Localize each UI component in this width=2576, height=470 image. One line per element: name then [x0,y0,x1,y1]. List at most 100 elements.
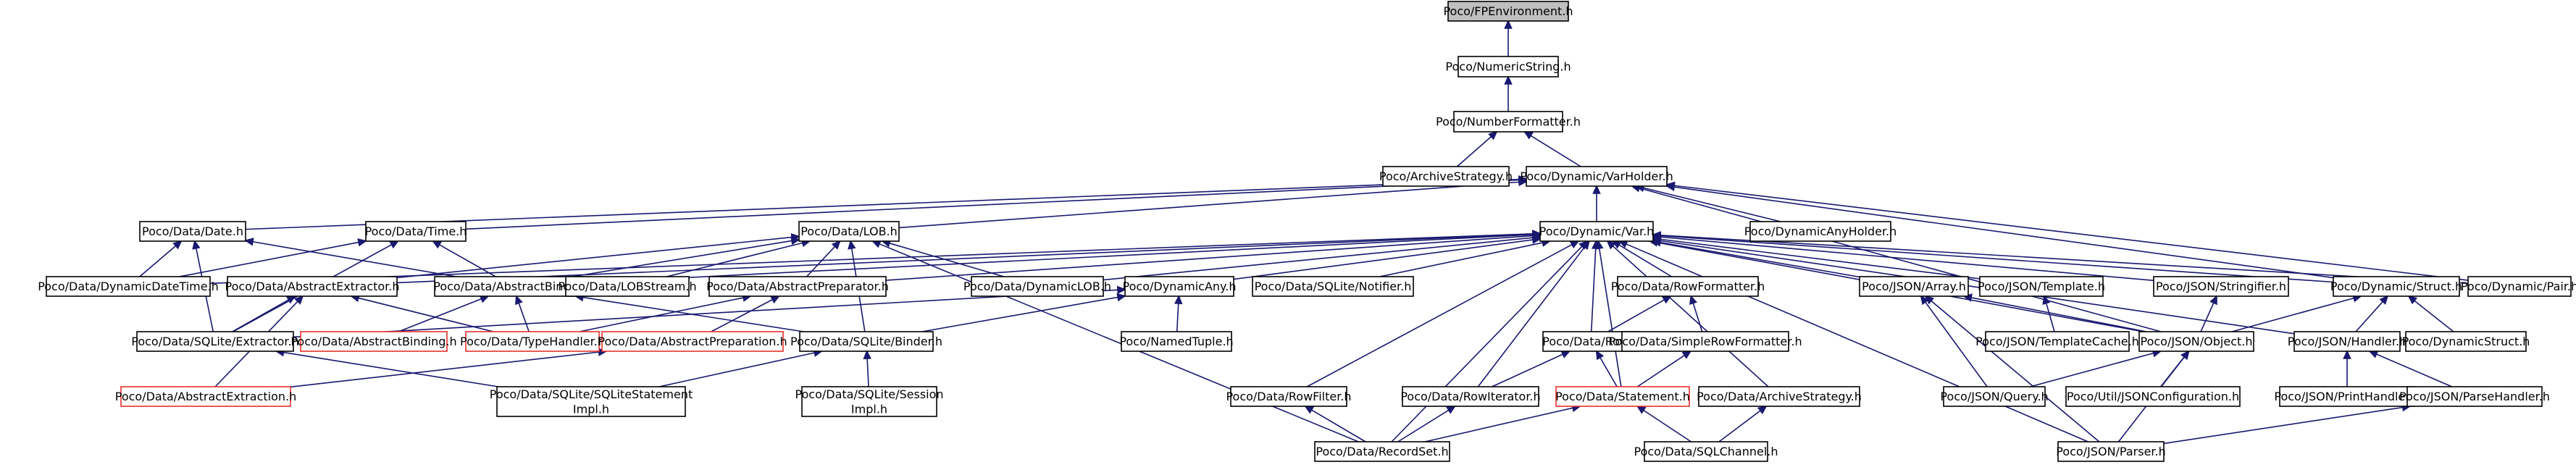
node-box[interactable] [120,386,291,407]
node-box[interactable] [1539,221,1654,242]
node-absprep[interactable]: Poco/Data/AbstractPreparator.h [706,276,889,297]
node-box[interactable] [1314,441,1450,462]
node-box[interactable] [971,276,1104,297]
node-typehandler[interactable]: Poco/Data/TypeHandler.h [460,331,605,352]
node-box[interactable] [798,221,900,242]
node-box[interactable] [1985,331,2130,352]
node-box[interactable] [2279,386,2415,407]
node-box[interactable] [1447,1,1569,22]
node-dynlob[interactable]: Poco/Data/DynamicLOB.h [963,276,1111,297]
node-lob[interactable]: Poco/Data/LOB.h [798,221,900,242]
node-dynpair[interactable]: Poco/Dynamic/Pair.h [2461,276,2576,297]
node-numfmt[interactable]: Poco/NumberFormatter.h [1436,111,1581,133]
node-time[interactable]: Poco/Data/Time.h [365,221,467,242]
node-box[interactable] [1617,276,1759,297]
node-box[interactable] [799,331,934,352]
node-jsonhandler[interactable]: Poco/JSON/Handler.h [2288,331,2406,352]
edge-arrowhead [1504,75,1513,85]
node-jsonquery[interactable]: Poco/JSON/Query.h [1940,386,2049,407]
node-box[interactable] [1859,276,1969,297]
node-box[interactable] [1453,111,1563,133]
node-box[interactable] [365,221,467,242]
node-recordset[interactable]: Poco/Data/RecordSet.h [1314,441,1450,462]
node-dynstructh[interactable]: Poco/DynamicStruct.h [2402,331,2530,352]
node-namedtuple[interactable]: Poco/NamedTuple.h [1119,331,1234,352]
node-box[interactable] [46,276,211,297]
node-box[interactable] [1121,331,1232,352]
node-box[interactable] [136,331,294,352]
node-box[interactable] [1402,386,1539,407]
node-box[interactable] [2467,276,2572,297]
node-box[interactable] [2293,331,2401,352]
node-var[interactable]: Poco/Dynamic/Var.h [1539,221,1655,242]
node-rowfmt[interactable]: Poco/Data/RowFormatter.h [1611,276,1765,297]
node-fpenv[interactable]: Poco/FPEnvironment.h [1443,1,1573,22]
node-jsonstringifier[interactable]: Poco/JSON/Stringifier.h [2153,276,2289,297]
edge-line [1660,234,2469,285]
node-dynany[interactable]: Poco/DynamicAny.h [1123,276,1237,297]
node-absbinding[interactable]: Poco/Data/AbstractBinding.h [290,331,457,352]
node-sqlchannel[interactable]: Poco/Data/SQLChannel.h [1634,441,1778,462]
node-sqlitebinder[interactable]: Poco/Data/SQLite/Binder.h [790,331,942,352]
node-dataarchstrat[interactable]: Poco/Data/ArchiveStrategy.h [1697,386,1862,407]
node-jsonarray[interactable]: Poco/JSON/Array.h [1859,276,1969,297]
node-lobstream[interactable]: Poco/Data/LOBStream.h [558,276,697,297]
node-box[interactable] [1526,166,1668,187]
node-box[interactable] [465,331,600,352]
node-box[interactable] [1979,276,2104,297]
node-varholder[interactable]: Poco/Dynamic/VarHolder.h [1520,166,1673,187]
node-box[interactable] [565,276,690,297]
node-box[interactable] [2057,441,2165,462]
node-parsehandler[interactable]: Poco/JSON/ParseHandler.h [2399,386,2550,407]
node-absextraction[interactable]: Poco/Data/AbstractExtraction.h [115,386,297,407]
node-box[interactable] [1230,386,1347,407]
node-rowiterator[interactable]: Poco/Data/RowIterator.h [1400,386,1541,407]
node-box[interactable] [300,331,448,352]
node-absextractor[interactable]: Poco/Data/AbstractExtractor.h [225,276,400,297]
node-jsonobject[interactable]: Poco/JSON/Object.h [2138,331,2254,352]
node-numstr[interactable]: Poco/NumericString.h [1445,56,1571,77]
node-box[interactable] [139,221,246,242]
node-box[interactable] [1749,221,1891,242]
node-box[interactable] [2333,276,2460,297]
node-box[interactable] [2405,331,2527,352]
node-box[interactable] [2153,276,2289,297]
node-box[interactable] [708,276,887,297]
node-box[interactable] [1943,386,2046,407]
node-printhandler[interactable]: Poco/JSON/PrintHandler.h [2274,386,2420,407]
node-box[interactable] [1382,166,1510,187]
node-box[interactable] [1698,386,1860,407]
node-box[interactable] [2138,331,2254,352]
node-box[interactable] [496,386,686,417]
node-box[interactable] [601,331,784,352]
node-archstrat[interactable]: Poco/ArchiveStrategy.h [1379,166,1513,187]
node-box[interactable] [801,386,937,417]
node-rowfilter[interactable]: Poco/Data/RowFilter.h [1226,386,1352,407]
node-box[interactable] [1252,276,1414,297]
node-statement[interactable]: Poco/Data/Statement.h [1555,386,1690,407]
edge-arrowhead [432,240,443,249]
edge-numfmt-to-numstr [1504,75,1513,112]
node-box[interactable] [1644,441,1768,462]
node-date[interactable]: Poco/Data/Date.h [139,221,246,242]
node-box[interactable] [2406,386,2543,407]
node-notifier[interactable]: Poco/Data/SQLite/Notifier.h [1252,276,1414,297]
node-dynanyholder[interactable]: Poco/DynamicAnyHolder.h [1744,221,1897,242]
node-box[interactable] [1621,331,1789,352]
node-box[interactable] [1458,56,1559,77]
node-jsonparser[interactable]: Poco/JSON/Parser.h [2056,441,2166,462]
node-box[interactable] [227,276,398,297]
node-templatecache[interactable]: Poco/JSON/TemplateCache.h [1975,331,2139,352]
node-jsontemplate[interactable]: Poco/JSON/Template.h [1978,276,2105,297]
node-sqliteextractor[interactable]: Poco/Data/SQLite/Extractor.h [131,331,299,352]
node-box[interactable] [2065,386,2241,407]
node-jsonconfig[interactable]: Poco/Util/JSONConfiguration.h [2065,386,2241,407]
node-dyndatetime[interactable]: Poco/Data/DynamicDateTime.h [38,276,219,297]
node-dynstruct[interactable]: Poco/Dynamic/Struct.h [2330,276,2462,297]
node-box[interactable] [1124,276,1234,297]
node-box[interactable] [1555,386,1690,407]
node-absprepn[interactable]: Poco/Data/AbstractPreparation.h [598,331,787,352]
node-simplerowfmt[interactable]: Poco/Data/SimpleRowFormatter.h [1608,331,1802,352]
